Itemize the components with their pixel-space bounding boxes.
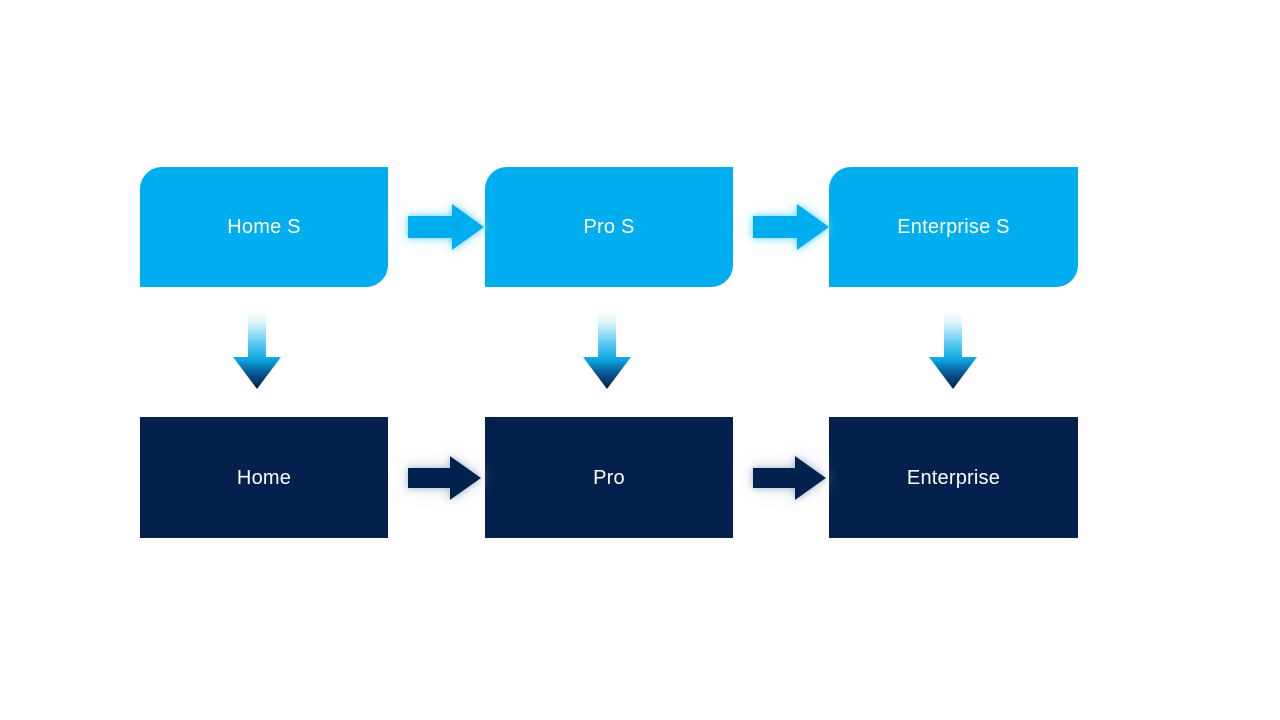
arrow-down-icon-home-s-to-home	[231, 311, 283, 391]
node-home[interactable]: Home	[140, 417, 388, 538]
node-enterprise-s[interactable]: Enterprise S	[829, 167, 1078, 287]
arrow-right-icon-home-to-pro	[404, 453, 484, 503]
node-enterprise[interactable]: Enterprise	[829, 417, 1078, 538]
arrow-down-icon-pro-s-to-pro	[581, 311, 633, 391]
node-label-enterprise-s: Enterprise S	[897, 216, 1010, 238]
node-label-home-s: Home S	[227, 216, 301, 238]
arrow-right-icon-home-s-to-pro-s	[406, 202, 486, 252]
node-home-s[interactable]: Home S	[140, 167, 388, 287]
node-label-pro-s: Pro S	[583, 216, 635, 238]
arrow-right-icon-pro-to-enterprise	[749, 453, 829, 503]
node-label-pro: Pro	[593, 466, 625, 489]
node-pro[interactable]: Pro	[485, 417, 733, 538]
arrow-right-icon-pro-s-to-enterprise-s	[751, 202, 831, 252]
node-pro-s[interactable]: Pro S	[485, 167, 733, 287]
node-label-enterprise: Enterprise	[906, 466, 1001, 489]
node-label-home: Home	[236, 466, 292, 489]
arrow-down-icon-enterprise-s-to-enterprise	[927, 311, 979, 391]
